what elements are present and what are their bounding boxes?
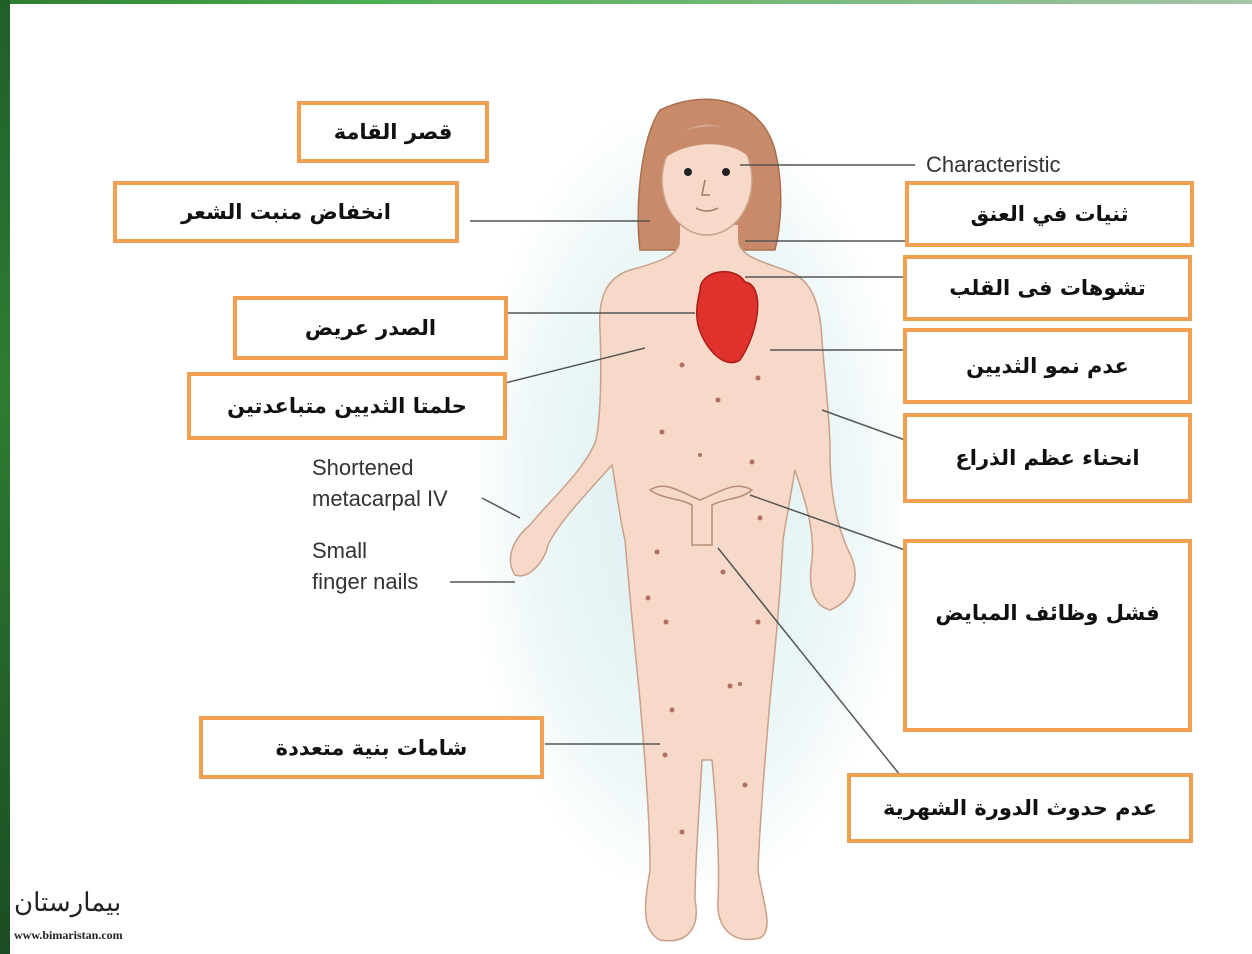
english-label-shortened-metacarpal-line2: metacarpal IV xyxy=(312,483,448,514)
body-silhouette xyxy=(510,240,855,941)
label-amenorrhea: عدم حدوث الدورة الشهرية xyxy=(847,773,1193,843)
label-cubitus-valgus: انحناء عظم الذراع xyxy=(903,413,1192,503)
label-multiple-nevi: شامات بنية متعددة xyxy=(199,716,544,779)
label-breast-underdevelopment: عدم نمو الثديين xyxy=(903,328,1192,404)
label-ovarian-failure: فشل وظائف المبايض xyxy=(903,539,1192,732)
watermark-url: www.bimaristan.com xyxy=(14,928,123,943)
label-neck-webbing: ثنيات في العنق xyxy=(905,181,1194,247)
label-heart-defects: تشوهات فى القلب xyxy=(903,255,1192,321)
right-eye xyxy=(722,168,730,176)
english-label-small-finger-nails-line1: Small xyxy=(312,535,367,566)
label-broad-chest: الصدر عريض xyxy=(233,296,508,360)
label-short-stature: قصر القامة xyxy=(297,101,489,163)
english-label-small-finger-nails-line2: finger nails xyxy=(312,566,418,597)
label-widely-spaced-nipples: حلمتا الثديين متباعدتين xyxy=(187,372,507,440)
left-eye xyxy=(684,168,692,176)
label-low-hairline: انخفاض منبت الشعر xyxy=(113,181,459,243)
english-label-characteristic: Characteristic xyxy=(926,149,1060,180)
watermark-logo: بيمارستان xyxy=(14,888,121,918)
english-label-shortened-metacarpal-line1: Shortened xyxy=(312,452,414,483)
